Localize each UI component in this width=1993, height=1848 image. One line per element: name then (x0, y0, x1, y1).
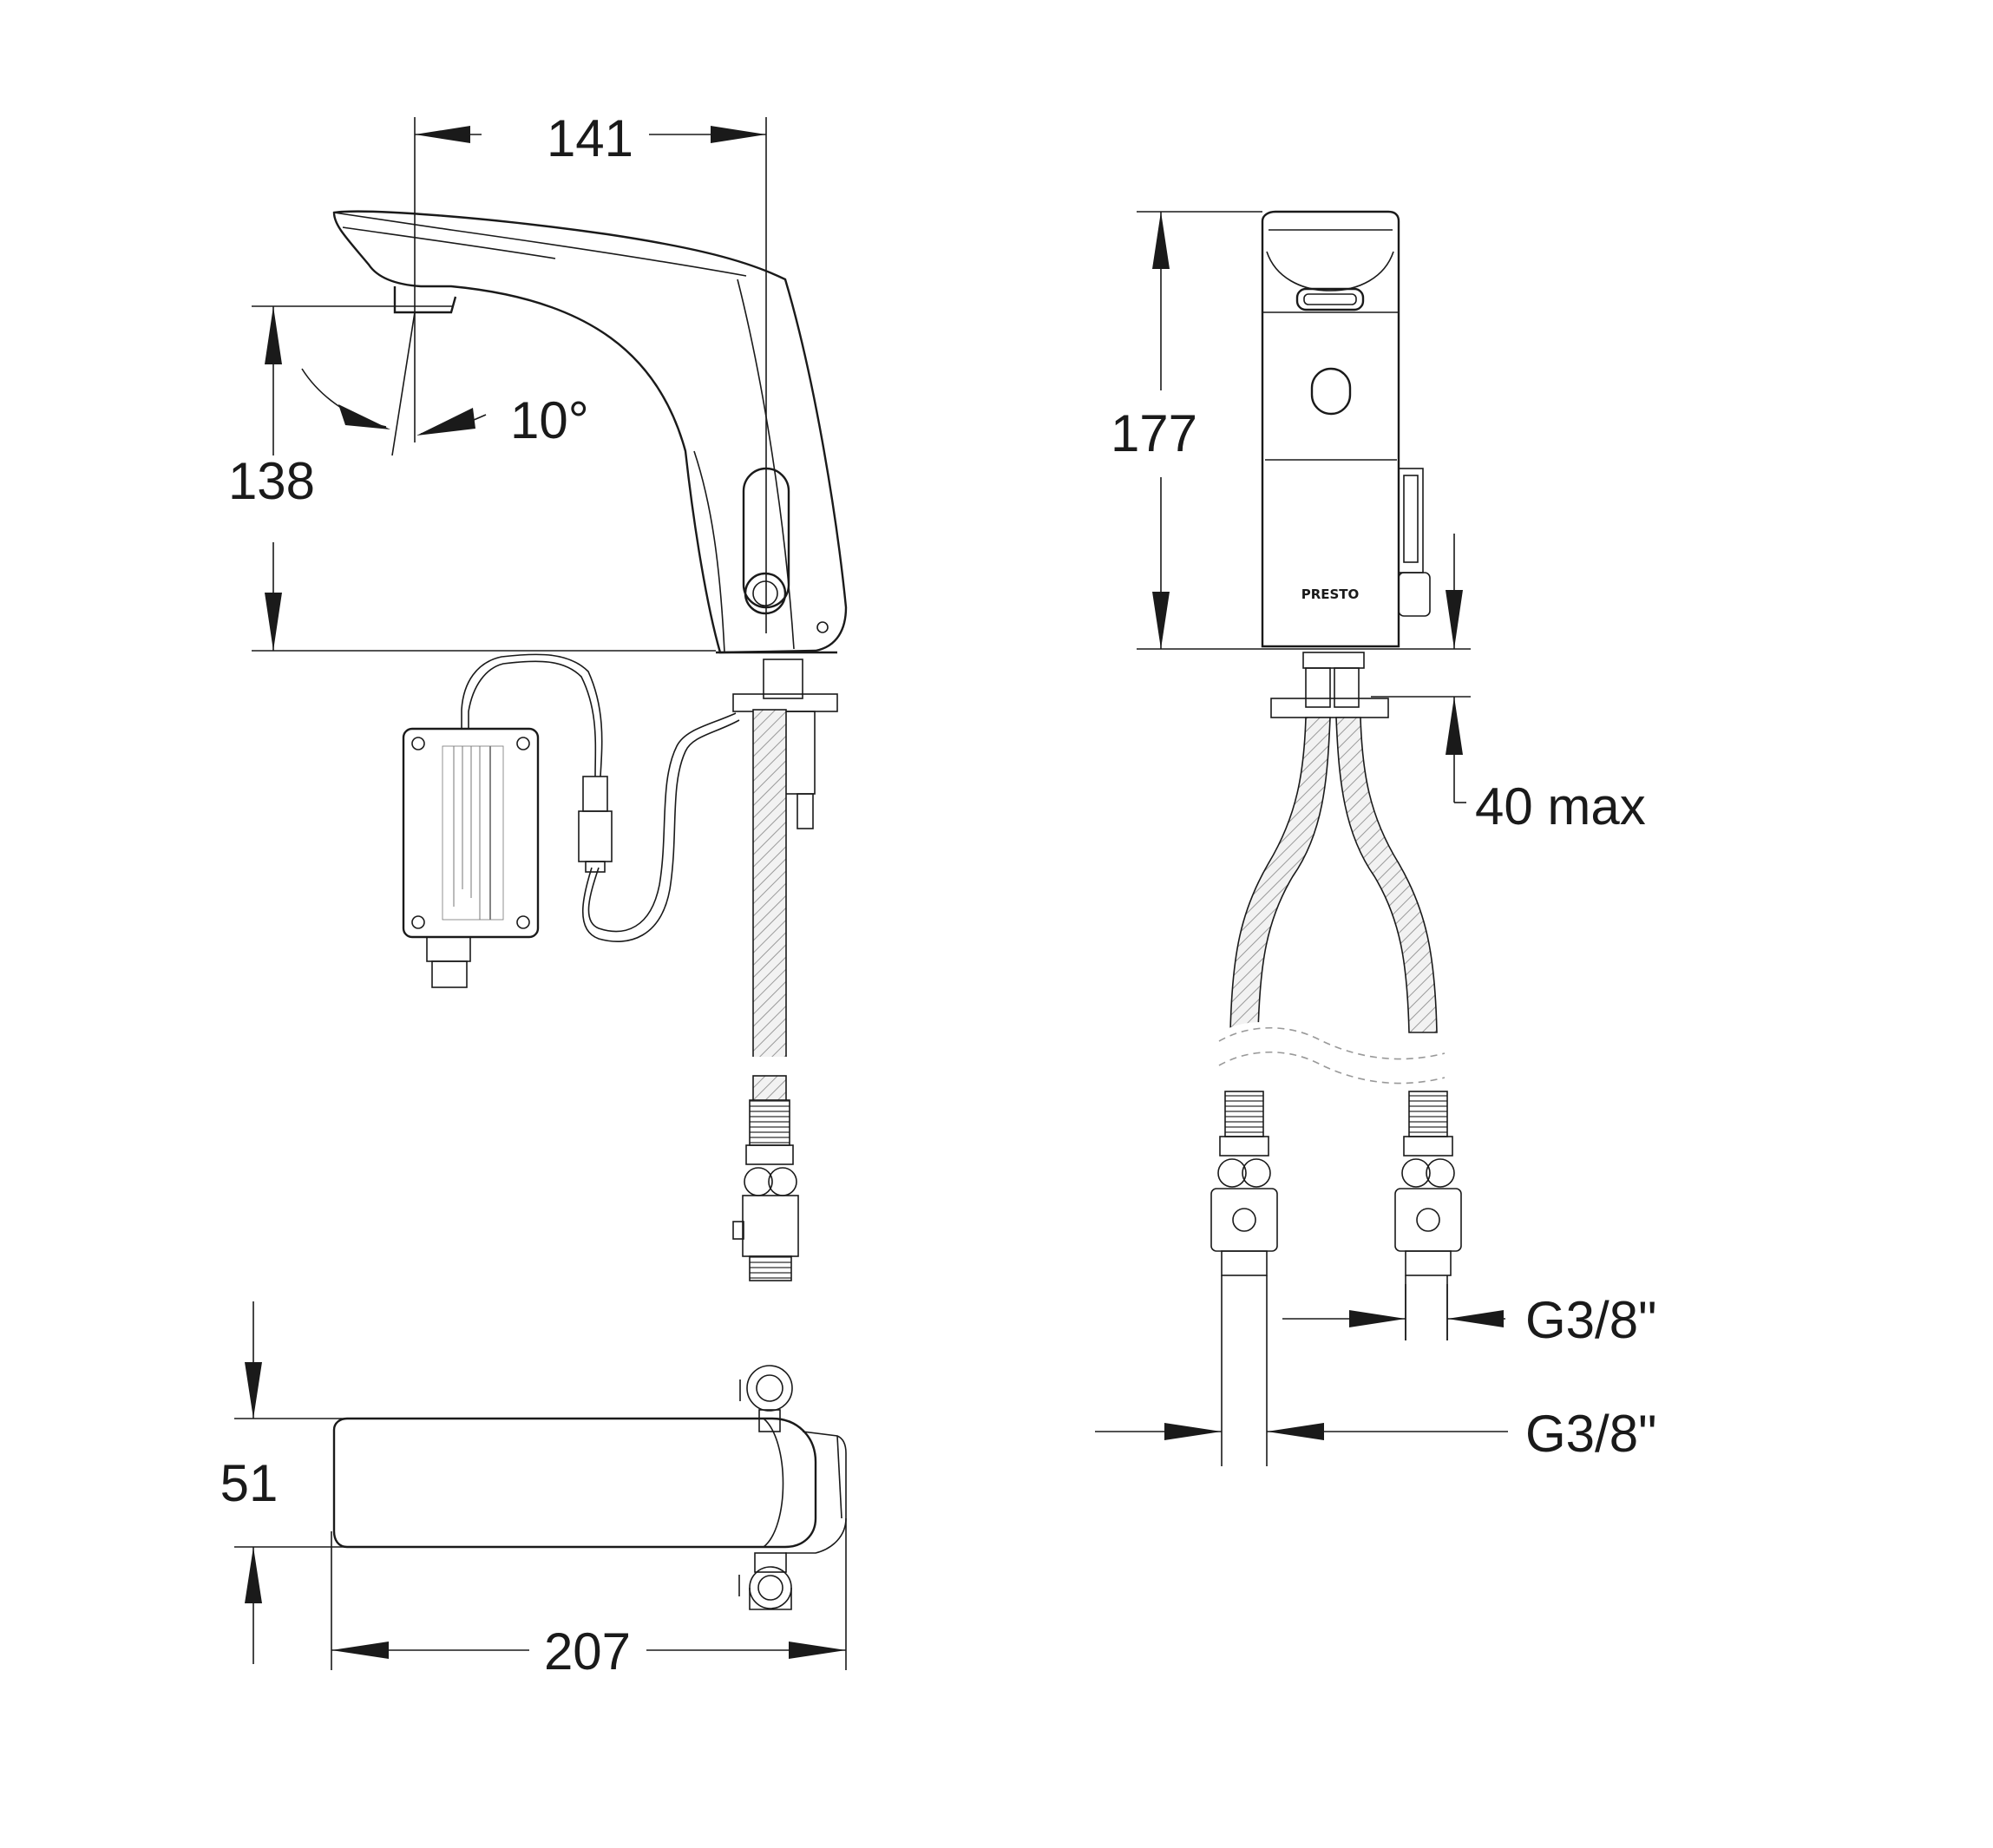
dim-spout-angle: 10° (510, 391, 589, 449)
dim-thread-inner: G3/8" (1525, 1405, 1656, 1463)
dim-spout-reach: 141 (547, 109, 633, 167)
dim-top-depth: 51 (220, 1454, 279, 1512)
dim-top-length: 207 (544, 1622, 631, 1681)
front-view: PRESTO (1095, 210, 1656, 1466)
dim-deck-thickness: 40 max (1475, 777, 1646, 836)
dim-thread-outer: G3/8" (1525, 1291, 1656, 1349)
side-view: 141 138 10° (228, 109, 848, 1281)
dim-total-height: 177 (1111, 404, 1197, 462)
brand-logo: PRESTO (1301, 587, 1360, 602)
top-view: 51 207 (220, 1301, 847, 1681)
dim-spout-height: 138 (228, 452, 315, 510)
